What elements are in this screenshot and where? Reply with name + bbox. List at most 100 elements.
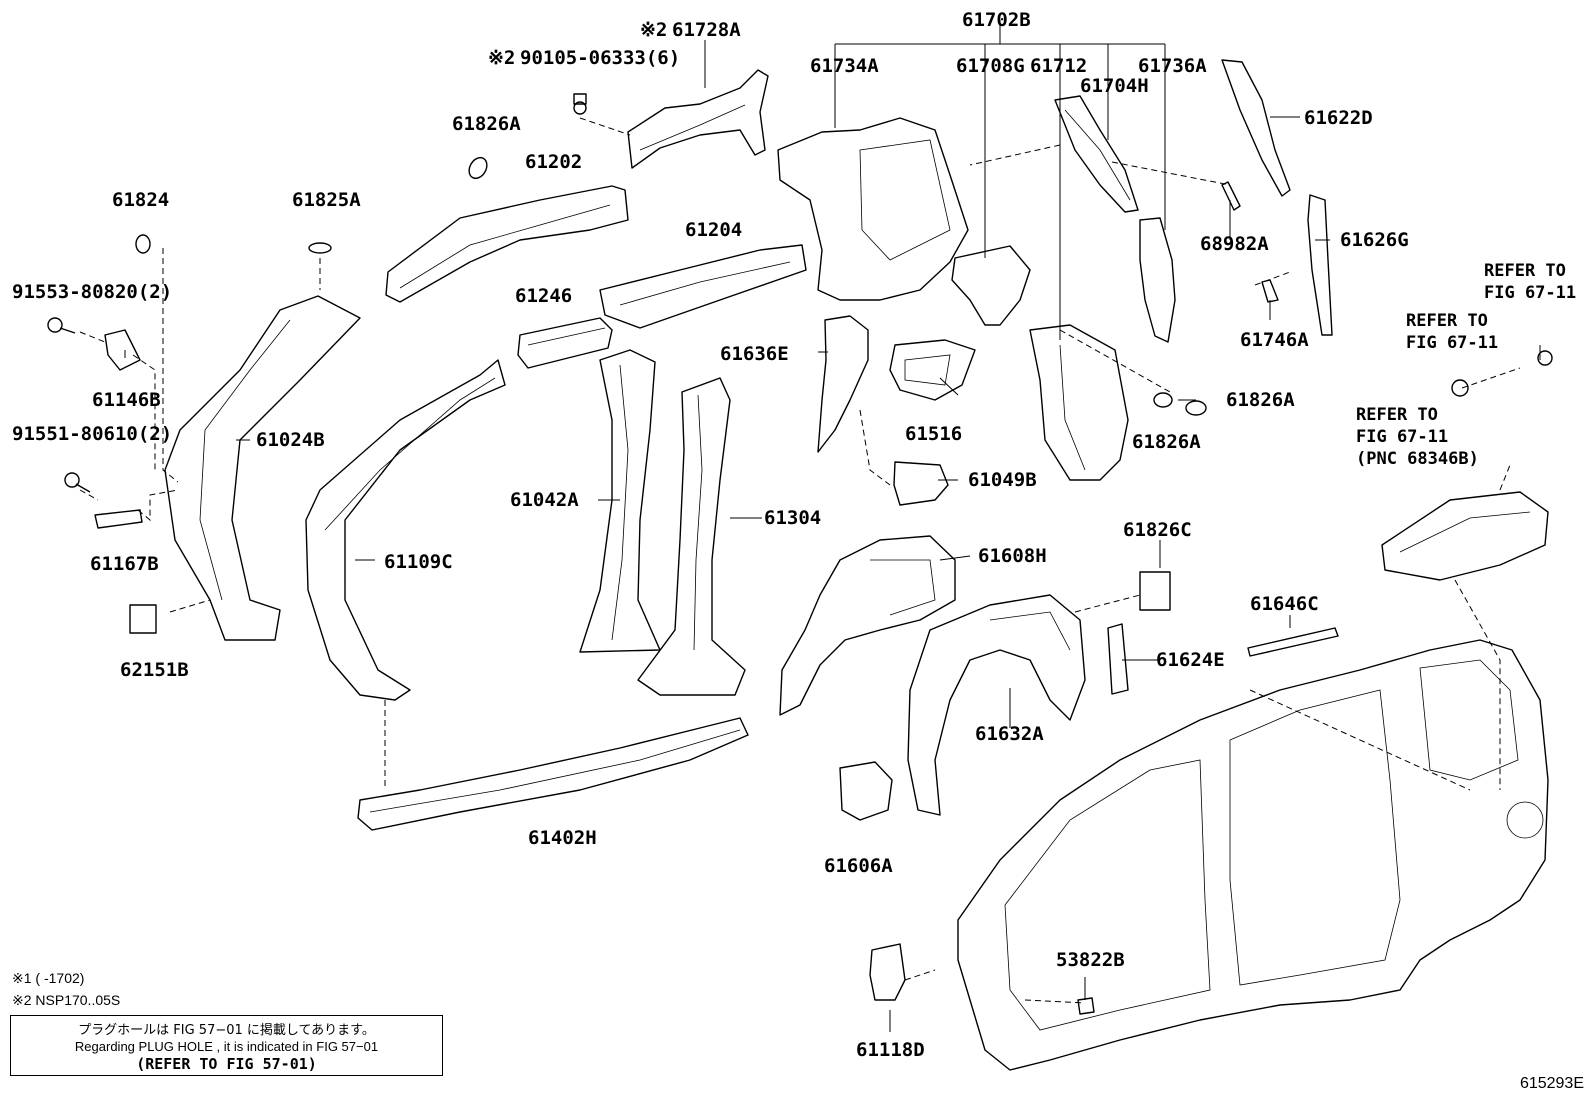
part-53822B — [1077, 997, 1095, 1015]
label-61826A-r1: 61826A — [1226, 389, 1295, 411]
part-61712 — [1029, 324, 1129, 481]
part-61167B — [94, 509, 143, 529]
label-91551-80610: 91551-80610(2) — [12, 423, 172, 445]
part-61402H — [357, 717, 749, 831]
part-61606A — [839, 761, 893, 821]
part-61608H — [779, 535, 956, 716]
label-61736A: 61736A — [1138, 55, 1207, 77]
label-61826A-top: 61826A — [452, 113, 521, 135]
label-61728A: 61728A — [672, 19, 741, 41]
label-61646C: 61646C — [1250, 593, 1319, 615]
note-refer: (REFER TO FIG 57-01) — [136, 1055, 317, 1073]
refer-notes: REFER TO FIG 67-11 REFER TO FIG 67-11 RE… — [1356, 261, 1576, 469]
label-61708G: 61708G — [956, 55, 1025, 77]
part-61109C — [305, 359, 506, 701]
label-61202: 61202 — [525, 151, 582, 173]
leader-lines — [124, 20, 1541, 1032]
refer-2-line1: REFER TO — [1406, 311, 1488, 331]
label-61246: 61246 — [515, 285, 572, 307]
part-drawings — [47, 59, 1553, 1071]
part-61626G — [1307, 194, 1333, 336]
label-61712: 61712 — [1030, 55, 1087, 77]
label-61636E: 61636E — [720, 343, 789, 365]
part-90105-bolt — [573, 93, 587, 115]
dashed-connectors — [79, 117, 1521, 1004]
part-61202 — [385, 185, 629, 303]
part-61728A — [627, 69, 769, 169]
label-61049B: 61049B — [968, 469, 1037, 491]
label-61704H: 61704H — [1080, 75, 1149, 97]
part-91553-bolt — [47, 317, 76, 334]
label-62151B: 62151B — [120, 659, 189, 681]
part-61826C — [1139, 571, 1171, 611]
part-61824 — [135, 234, 151, 254]
mark-2-90105: ※2 — [488, 47, 515, 69]
label-91553-80820: 91553-80820(2) — [12, 281, 172, 303]
mark-2-61728A: ※2 — [640, 19, 667, 41]
refer-3-line2: FIG 67-11 — [1356, 427, 1448, 447]
part-61708G — [951, 245, 1031, 326]
note-japanese: プラグホールは FIG 57−01 に掲載してあります。 — [78, 1023, 375, 1038]
part-91551-bolt — [64, 472, 91, 493]
part-61516 — [889, 339, 976, 401]
part-62151B — [129, 604, 157, 634]
part-61734A — [777, 117, 969, 301]
label-61304: 61304 — [764, 507, 821, 529]
label-61146B: 61146B — [92, 389, 161, 411]
label-61204: 61204 — [685, 219, 742, 241]
part-61646C — [1247, 627, 1339, 657]
part-61146B — [104, 329, 141, 371]
part-61304 — [637, 377, 746, 696]
part-61636E — [817, 315, 869, 453]
part-68346B — [1381, 491, 1549, 581]
label-61746A: 61746A — [1240, 329, 1309, 351]
label-61624E: 61624E — [1156, 649, 1225, 671]
label-61402H: 61402H — [528, 827, 597, 849]
note-english: Regarding PLUG HOLE , it is indicated in… — [74, 1039, 379, 1054]
label-61622D: 61622D — [1304, 107, 1373, 129]
label-61167B: 61167B — [90, 553, 159, 575]
plug-hole-note: プラグホールは FIG 57−01 に掲載してあります。 Regarding P… — [10, 1015, 443, 1076]
label-61825A: 61825A — [292, 189, 361, 211]
label-61626G: 61626G — [1340, 229, 1409, 251]
part-61204 — [599, 244, 807, 329]
part-61042A — [579, 349, 661, 653]
part-labels: 61702B 61734A 61708G 61712 61736A 61704H… — [12, 9, 1409, 1061]
refer-3-line1: REFER TO — [1356, 405, 1438, 425]
label-61024B: 61024B — [256, 429, 325, 451]
label-61826C: 61826C — [1123, 519, 1192, 541]
clip-fig-67-11 — [1451, 350, 1553, 397]
part-61825A — [308, 242, 332, 254]
refer-1-line1: REFER TO — [1484, 261, 1566, 281]
label-90105-06333: 90105-06333(6) — [520, 47, 680, 69]
refer-3-line3: (PNC 68346B) — [1356, 449, 1479, 469]
part-body-side-outer — [957, 639, 1549, 1071]
label-61608H: 61608H — [978, 545, 1047, 567]
part-61826A — [468, 156, 488, 180]
footnote-2: ※2 NSP170..05S — [12, 992, 121, 1008]
part-61622D — [1221, 59, 1291, 197]
label-61109C: 61109C — [384, 551, 453, 573]
label-61734A: 61734A — [810, 55, 879, 77]
part-61049B — [893, 461, 949, 506]
label-61632A: 61632A — [975, 723, 1044, 745]
part-61024B — [164, 295, 361, 641]
label-61516: 61516 — [905, 423, 962, 445]
label-68982A: 68982A — [1200, 233, 1269, 255]
label-61824: 61824 — [112, 189, 169, 211]
label-61118D: 61118D — [856, 1039, 925, 1061]
part-61624E — [1107, 623, 1129, 695]
label-61826A-r2: 61826A — [1132, 431, 1201, 453]
label-61702B: 61702B — [962, 9, 1031, 31]
label-61042A: 61042A — [510, 489, 579, 511]
part-61736A — [1139, 217, 1176, 343]
figure-number: 615293E — [1519, 1075, 1584, 1092]
part-61746A — [1261, 279, 1279, 303]
label-53822B: 53822B — [1056, 949, 1125, 971]
part-61118D — [869, 943, 906, 1001]
refer-2-line2: FIG 67-11 — [1406, 333, 1498, 353]
label-61606A: 61606A — [824, 855, 893, 877]
part-68982A — [1221, 181, 1241, 211]
refer-1-line2: FIG 67-11 — [1484, 283, 1576, 303]
